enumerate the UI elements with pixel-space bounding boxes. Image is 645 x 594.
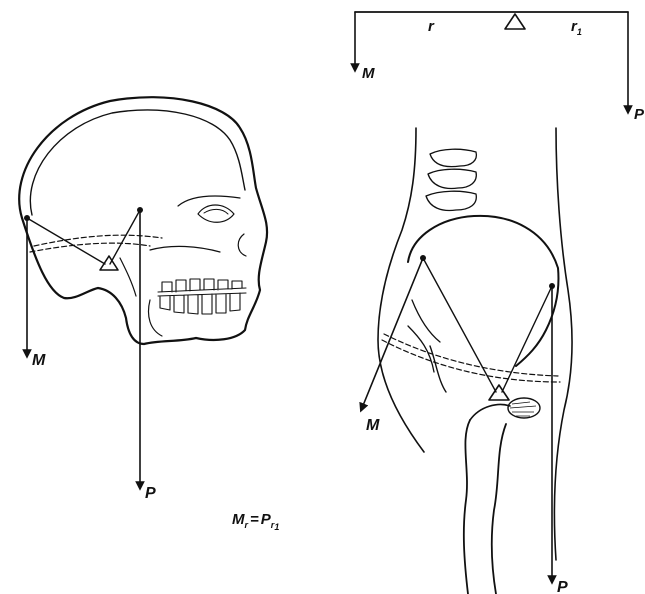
skull-zygomatic-arch: [150, 246, 220, 252]
skull-lever: M P: [19, 97, 267, 502]
femoral-head-hatch: [510, 402, 536, 416]
skull-eye-socket: [198, 205, 234, 222]
lever-arm-right-label: r1: [571, 18, 582, 37]
skull-muscle-force-label: M: [32, 352, 46, 369]
skull-nasal-opening: [238, 234, 246, 256]
vertebra-3: [426, 191, 476, 210]
skull-upper-teeth: [158, 279, 246, 292]
femur-neck: [470, 405, 510, 420]
lever-fulcrum: [505, 14, 525, 29]
skull-lever-arm-m: [27, 218, 105, 264]
equilibrium-formula: Mr=Pr1: [232, 511, 279, 532]
vertebra-2: [428, 169, 476, 188]
vertebra-1: [430, 149, 476, 166]
lever-schematic: r r1 M P: [355, 12, 645, 123]
pelvis-lever-arm-p: [502, 286, 552, 392]
femur-shaft-left: [464, 420, 470, 594]
pelvis-ilium: [408, 216, 559, 366]
pelvis-load-force-label: P: [557, 579, 568, 594]
pelvis-lever: M P: [362, 128, 572, 594]
pelvis-sacrum: [430, 346, 446, 392]
skull-dashed-baseline-2: [30, 243, 150, 252]
pelvis-fulcrum: [489, 385, 509, 400]
pelvis-dashed-baseline-2: [384, 334, 558, 376]
skull-lower-teeth: [158, 293, 246, 314]
torso-right-contour: [554, 128, 572, 560]
skull-lever-arm-p: [110, 210, 140, 264]
skull-mastoid: [120, 258, 136, 296]
skull-eye-socket-inner: [204, 209, 228, 214]
pelvis-muscle-force-label: M: [366, 417, 380, 434]
torso-left-contour: [378, 128, 424, 452]
lever-force-right-label: P: [634, 106, 645, 123]
skull-load-force-label: P: [145, 485, 156, 502]
lever-arm-left-label: r: [428, 18, 435, 35]
skull-brow-ridge: [178, 196, 240, 206]
femur-shaft-right: [492, 424, 506, 594]
lever-force-left-label: M: [362, 65, 375, 82]
skull-cranium-inner: [30, 110, 245, 215]
